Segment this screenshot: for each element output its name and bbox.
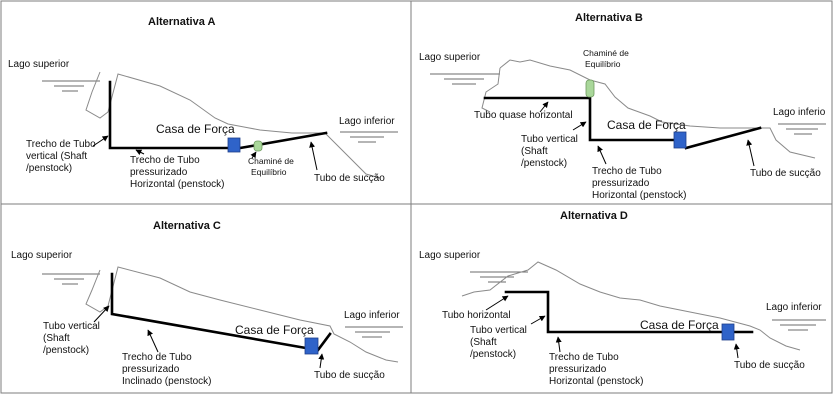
panel-a-surge-tank (253, 140, 263, 152)
panel-d-pipe-label-2: pressurizado (549, 364, 607, 375)
panel-b-lower-water (778, 123, 826, 135)
panel-c-title: Alternativa C (153, 220, 221, 232)
panel-a-shaft-arrow (92, 135, 109, 147)
panel-a-horizontal-pipe (238, 131, 328, 150)
panel-a-title: Alternativa A (148, 16, 216, 28)
panel-a-lower-lake-label: Lago inferior (339, 116, 395, 127)
panel-a-terrain (85, 71, 381, 179)
panel-c-terrain (85, 266, 399, 363)
panel-b-powerhouse-block (673, 131, 687, 149)
panel-b-surge-label-1: Chaminé de (583, 48, 629, 58)
panel-c-shaft-label-2: (Shaft (43, 333, 70, 344)
panel-c-shaft-pipe (110, 272, 308, 350)
panel-c-shaft-label-1: Tubo vertical (43, 321, 100, 332)
panel-c-pipe-label-2: pressurizado (122, 364, 180, 375)
panel-b-powerhouse-label: Casa de Força (607, 118, 686, 132)
panel-c-shaft-arrow (93, 305, 110, 323)
panel-b-shaft-label-2: (Shaft (521, 146, 548, 157)
panel-b-draft-label: Tubo de sucção (750, 168, 821, 179)
panel-b-horizontal-pipe (483, 96, 678, 142)
panel-d-shaft-label-1: Tubo vertical (470, 325, 527, 336)
panel-d-pipe-label-1: Trecho de Tubo (549, 352, 619, 363)
panel-a-surge-label-1: Chaminé de (248, 156, 294, 166)
panel-b-shaft-arrow (572, 121, 587, 131)
panel-a-lower-water (340, 131, 398, 143)
panel-a: Alternativa A Lago superior Casa de Forç… (8, 16, 398, 190)
panel-c-draft-label: Tubo de sucção (314, 370, 385, 381)
panel-a-powerhouse-label: Casa de Força (156, 122, 235, 136)
panel-a-surge-arrow (250, 151, 257, 159)
panel-a-powerhouse-block (227, 137, 241, 153)
panel-c-lower-lake-label: Lago inferior (344, 310, 400, 321)
panel-b-shaft-label-3: /penstock) (521, 158, 567, 169)
panel-d-shaft-label-3: /penstock) (470, 349, 516, 360)
panel-a-upper-water (42, 80, 100, 92)
panel-b-pipe-label-2: pressurizado (592, 178, 650, 189)
panel-c-powerhouse-block (304, 337, 319, 355)
panel-d-border (410, 203, 833, 394)
panel-d-lower-lake-label: Lago inferior (766, 302, 822, 313)
panel-d-shaft-arrow (530, 315, 546, 325)
panel-b-horiz-label: Tubo quase horizontal (474, 110, 573, 121)
panel-b-title: Alternativa B (575, 12, 643, 24)
panel-a-upper-lake-label: Lago superior (8, 59, 70, 70)
panel-c-draft-pipe (316, 332, 332, 352)
panel-c-powerhouse-label: Casa de Força (235, 323, 314, 337)
panel-d-pipe-label-3: Horizontal (penstock) (549, 376, 643, 387)
panel-d-draft-arrow (733, 343, 740, 359)
panel-a-shaft-label-1: Trecho de Tubo (26, 139, 96, 150)
panel-c-pipe-label-1: Trecho de Tubo (122, 352, 192, 363)
panel-b-pipe-label-1: Trecho de Tubo (592, 166, 662, 177)
panel-c-upper-water (42, 273, 100, 285)
panel-d-powerhouse-block (721, 323, 735, 341)
panel-c-draft-arrow (318, 353, 325, 369)
panel-c-lower-water (345, 326, 403, 338)
panel-b-horiz-arrow (539, 101, 549, 113)
panel-b-lower-lake-label: Lago inferio (773, 107, 826, 118)
panel-c-pipe-arrow (147, 329, 159, 353)
panel-a-draft-label: Tubo de sucção (314, 173, 385, 184)
panel-a-shaft-label-3: /penstock) (26, 163, 72, 174)
panel-d-shaft-pipe (504, 290, 724, 334)
panel-b-penstock-pipe (684, 126, 762, 150)
panel-b: Alternativa B Lago superior Chaminé de E… (419, 12, 826, 201)
panel-d-horiz-label: Tubo horizontal (442, 310, 511, 321)
panel-d-title: Alternativa D (560, 210, 628, 222)
panel-b-surge-tank (585, 79, 595, 98)
panel-b-terrain-left (481, 67, 501, 113)
panel-a-draft-arrow (309, 141, 318, 171)
panel-d-shaft-label-2: (Shaft (470, 337, 497, 348)
panel-b-terrain (499, 59, 816, 159)
panel-c-shaft-label-3: /penstock) (43, 345, 89, 356)
panel-c-pipe-label-3: Inclinado (penstock) (122, 376, 212, 387)
panel-b-surge-label-2: Equilíbrio (585, 59, 621, 69)
panel-d-powerhouse-label: Casa de Força (640, 318, 719, 332)
panel-b-pipe-arrow (597, 145, 607, 165)
panel-c: Alternativa C Lago superior Casa de Forç… (11, 220, 403, 387)
panel-a-pipe-label-3: Horizontal (penstock) (130, 179, 224, 190)
panel-b-shaft-label-1: Tubo vertical (521, 134, 578, 145)
panel-a-shaft-pipe (108, 80, 230, 150)
panel-d-draft-label: Tubo de sucção (734, 360, 805, 371)
panel-a-pipe-label-1: Trecho de Tubo (130, 155, 200, 166)
panel-d-upper-lake-label: Lago superior (419, 250, 481, 261)
panel-a-pipe-label-2: pressurizado (130, 167, 188, 178)
panel-a-pipe-arrow (135, 149, 145, 156)
panel-d-upper-water (470, 271, 528, 283)
panel-b-draft-arrow (746, 139, 755, 167)
panel-d-terrain (461, 261, 801, 351)
panel-d-lower-water (772, 319, 826, 331)
panel-b-pipe-label-3: Horizontal (penstock) (592, 190, 686, 201)
panel-d: Alternativa D Lago superior Casa de Forç… (419, 210, 826, 387)
panel-d-pipe-arrow (555, 336, 562, 353)
panel-c-upper-lake-label: Lago superior (11, 250, 73, 261)
panel-d-horiz-arrow (485, 295, 509, 311)
panel-c-border (0, 203, 412, 394)
panel-b-upper-water (430, 73, 500, 85)
panel-a-shaft-label-2: vertical (Shaft (26, 151, 87, 162)
panel-b-upper-lake-label: Lago superior (419, 52, 481, 63)
panel-a-surge-label-2: Equilíbrio (251, 167, 287, 177)
